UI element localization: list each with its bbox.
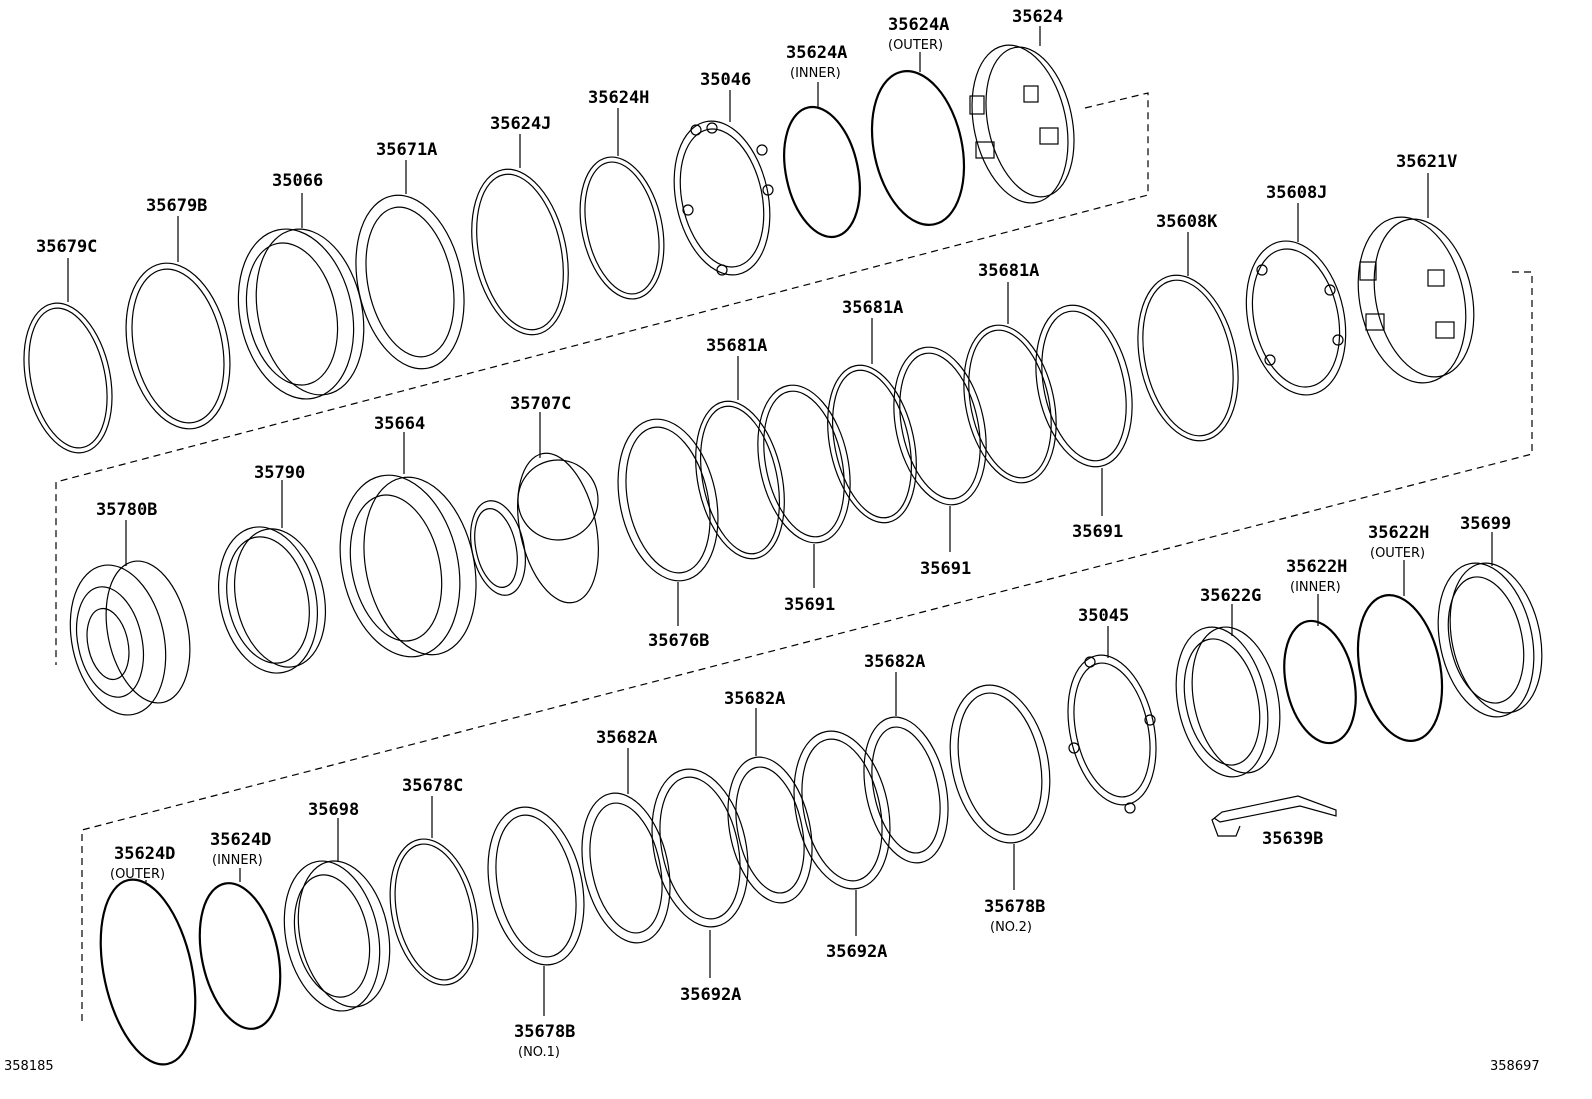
label-35624: 35624 <box>1012 7 1063 27</box>
label-35622G: 35622G <box>1200 586 1261 606</box>
piston-35698 <box>283 860 391 1012</box>
flange-35676B <box>617 418 719 582</box>
label-35692A-left: 35692A <box>680 985 741 1005</box>
piston-35624 <box>969 44 1075 204</box>
label-35678B-no2: 35678B <box>984 897 1045 917</box>
o-ring-35624A-inner <box>783 105 861 239</box>
label-35678C: 35678C <box>402 776 463 796</box>
clutch-plate-35681A-right <box>963 324 1057 484</box>
label-35624D-outer-sub: (OUTER) <box>110 867 165 882</box>
label-35790: 35790 <box>254 463 305 483</box>
label-35624D-outer: 35624D <box>114 844 175 864</box>
washer-35671A <box>355 194 465 370</box>
snap-ring-35624H <box>579 156 665 300</box>
clutch-disc-35682A-middle <box>727 756 813 904</box>
clutch-disc-35682A-left <box>581 792 671 944</box>
label-35608J: 35608J <box>1266 183 1327 203</box>
clutch-disc-35691-right <box>1035 304 1133 468</box>
label-35682A-right: 35682A <box>864 652 925 672</box>
label-35622H-outer-sub: (OUTER) <box>1370 546 1425 561</box>
label-35681A-middle: 35681A <box>842 298 903 318</box>
flange-35678B-no2 <box>949 684 1051 844</box>
clutch-disc-35691-left <box>757 384 851 544</box>
label-35624D-inner-sub: (INNER) <box>212 853 263 868</box>
label-35679C: 35679C <box>36 237 97 257</box>
label-35679B: 35679B <box>146 196 207 216</box>
piston-35621V <box>1357 216 1475 384</box>
label-35682A-left: 35682A <box>596 728 657 748</box>
middle-group-boundary <box>81 271 1533 1022</box>
snap-ring-35608K <box>1137 274 1239 442</box>
piston-35622G <box>1175 626 1281 778</box>
label-35624J: 35624J <box>490 114 551 134</box>
clutch-drum-35066 <box>237 228 365 400</box>
label-35681A-right: 35681A <box>978 261 1039 281</box>
label-35622H-inner-sub: (INNER) <box>1290 580 1341 595</box>
label-35780B: 35780B <box>96 500 157 520</box>
label-35692A-right: 35692A <box>826 942 887 962</box>
label-35622H-inner: 35622H <box>1286 557 1347 577</box>
label-35624A-outer: 35624A <box>888 15 949 35</box>
clutch-disc-35682A-right <box>863 716 949 864</box>
label-35699: 35699 <box>1460 514 1511 534</box>
plate-35679B <box>125 262 231 430</box>
label-35676B: 35676B <box>648 631 709 651</box>
label-35624A-inner: 35624A <box>786 43 847 63</box>
spring-assembly-35045 <box>1067 654 1157 814</box>
label-35691-right: 35691 <box>1072 522 1123 542</box>
label-35639B: 35639B <box>1262 829 1323 849</box>
snap-ring-35678C <box>389 838 479 986</box>
reference-number-right: 358697 <box>1490 1059 1540 1074</box>
label-35664: 35664 <box>374 414 425 434</box>
label-35046: 35046 <box>700 70 751 90</box>
planetary-carrier-35780B <box>69 560 191 716</box>
bearing-35699 <box>1437 562 1543 718</box>
label-35621V: 35621V <box>1396 152 1457 172</box>
label-35624D-inner: 35624D <box>210 830 271 850</box>
clutch-plate-35692A-left <box>651 768 749 928</box>
label-35707C: 35707C <box>510 394 571 414</box>
clutch-plate-35692A-right <box>793 730 891 890</box>
o-ring-35624D-inner <box>198 882 282 1030</box>
o-ring-35624A-outer <box>870 70 966 226</box>
o-ring-35622H-outer <box>1356 594 1444 742</box>
reference-number-left: 358185 <box>4 1059 54 1074</box>
label-35622H-outer: 35622H <box>1368 523 1429 543</box>
label-35624A-inner-sub: (INNER) <box>790 66 841 81</box>
spring-clip-35639B <box>1211 795 1337 837</box>
clutch-plate-35681A-left <box>695 400 785 560</box>
label-35681A-left: 35681A <box>706 336 767 356</box>
label-35678B-no1: 35678B <box>514 1022 575 1042</box>
sun-gear-35707C <box>470 452 599 604</box>
ring-gear-35664 <box>339 474 477 658</box>
flange-35678B-no1 <box>487 806 585 966</box>
label-35671A: 35671A <box>376 140 437 160</box>
label-35624A-outer-sub: (OUTER) <box>888 38 943 53</box>
spring-assembly-35608J <box>1245 240 1347 396</box>
snap-ring-35624J <box>471 168 569 336</box>
label-35678B-no2-sub: (NO.2) <box>990 920 1032 935</box>
label-35678B-no1-sub: (NO.1) <box>518 1045 560 1060</box>
upper-group-boundary <box>55 92 1149 665</box>
label-35624H: 35624H <box>588 88 649 108</box>
spring-assembly-35046 <box>673 120 774 276</box>
clutch-disc-35691-middle <box>893 346 987 506</box>
label-35691-middle: 35691 <box>920 559 971 579</box>
label-35682A-middle: 35682A <box>724 689 785 709</box>
o-ring-35624D-outer <box>99 878 197 1066</box>
label-35698: 35698 <box>308 800 359 820</box>
label-35691-left: 35691 <box>784 595 835 615</box>
label-35045: 35045 <box>1078 606 1129 626</box>
label-35066: 35066 <box>272 171 323 191</box>
snap-ring-35679C <box>23 302 113 454</box>
o-ring-35622H-inner <box>1283 619 1357 745</box>
clutch-plate-35681A-middle <box>827 364 917 524</box>
one-way-clutch-35790 <box>217 526 327 674</box>
label-35608K: 35608K <box>1156 212 1218 232</box>
